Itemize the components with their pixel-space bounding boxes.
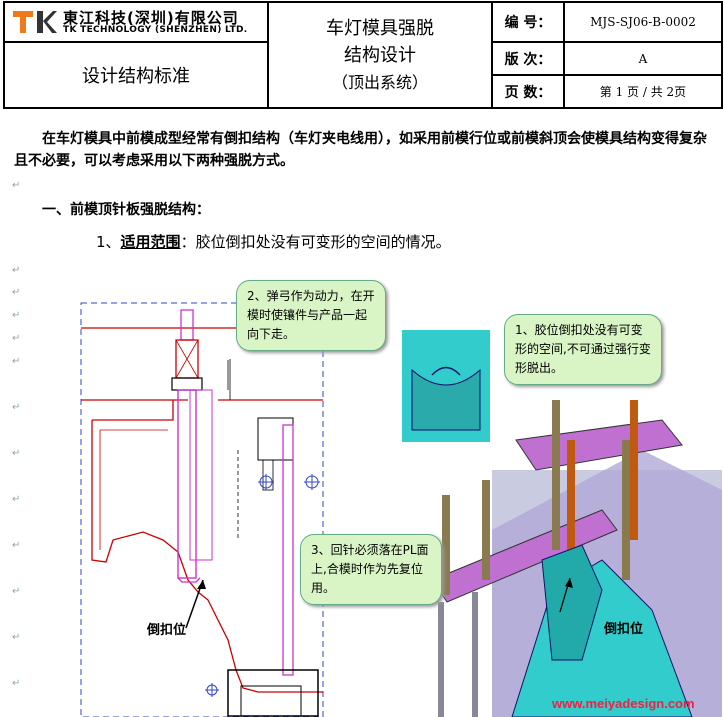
item-number: 1、 (96, 233, 121, 251)
standard-title: 设计结构标准 (3, 41, 269, 109)
tk-logo-icon (13, 11, 57, 33)
doc-title-line3: （顶出系统） (331, 72, 428, 92)
field-label-pages: 页 数： (491, 74, 565, 109)
item-text: ：胶位倒扣处没有可变形的空间的情况。 (180, 233, 451, 251)
paragraph-mark: ↵ (12, 494, 21, 505)
doc-title-line2: 结构设计 (344, 44, 416, 66)
watermark: www.meiyadesign.com (552, 696, 695, 711)
field-value-number: MJS-SJ06-B-0002 (563, 1, 723, 43)
callout-return-pin: 3、回针必须落在PL面上,合模时作为先复位用。 (300, 534, 442, 605)
paragraph-mark: ↵ (12, 333, 21, 344)
callout-spring: 2、弹弓作为动力，在开模时使镶件与产品一起向下走。 (236, 280, 386, 351)
paragraph-mark: ↵ (12, 586, 21, 597)
paragraph-mark: ↵ (12, 402, 21, 413)
paragraph-mark: ↵ (12, 356, 21, 367)
paragraph-mark: ↵ (12, 180, 21, 191)
intro-paragraph: 在车灯模具中前模成型经常有倒扣结构（车灯夹电线用），如采用前模行位或前模斜顶会使… (14, 131, 707, 169)
undercut-label-right: 倒扣位 (604, 622, 644, 637)
paragraph-mark: ↵ (12, 678, 21, 689)
field-value-version: A (563, 41, 723, 76)
doc-title-cell: 车灯模具强脱 结构设计 （顶出系统） (267, 1, 493, 109)
field-value-pages: 第 1 页 / 共 2页 (563, 74, 723, 109)
paragraph-mark: ↵ (12, 632, 21, 643)
item-applicable-scope: 1、适用范围：胶位倒扣处没有可变形的空间的情况。 (96, 231, 451, 252)
company-name-cn: 東江科技(深圳)有限公司 (63, 9, 239, 27)
paragraph-mark: ↵ (12, 265, 21, 276)
paragraph-mark: ↵ (12, 310, 21, 321)
paragraph-mark: ↵ (12, 540, 21, 551)
field-label-version: 版 次： (491, 41, 565, 76)
field-label-number: 编 号： (491, 1, 565, 43)
cad-section-drawing (80, 302, 324, 717)
mold-3d-render (402, 330, 722, 717)
doc-title-line1: 车灯模具强脱 (326, 17, 434, 39)
company-logo-cell: 東江科技(深圳)有限公司 TK TECHNOLOGY (SHENZHEN) LT… (3, 1, 269, 43)
item-label: 适用范围 (120, 233, 181, 251)
callout-undercut: 1、胶位倒扣处没有可变形的空间,不可通过强行变形脱出。 (504, 314, 662, 385)
company-name-en: TK TECHNOLOGY (SHENZHEN) LTD. (63, 25, 248, 35)
paragraph-mark: ↵ (12, 448, 21, 459)
paragraph-mark: ↵ (12, 287, 21, 298)
section-heading-1: 一、前模顶针板强脱结构： (42, 202, 210, 218)
header-table: 東江科技(深圳)有限公司 TK TECHNOLOGY (SHENZHEN) LT… (3, 1, 723, 109)
undercut-label-left: 倒扣位 (147, 623, 187, 638)
